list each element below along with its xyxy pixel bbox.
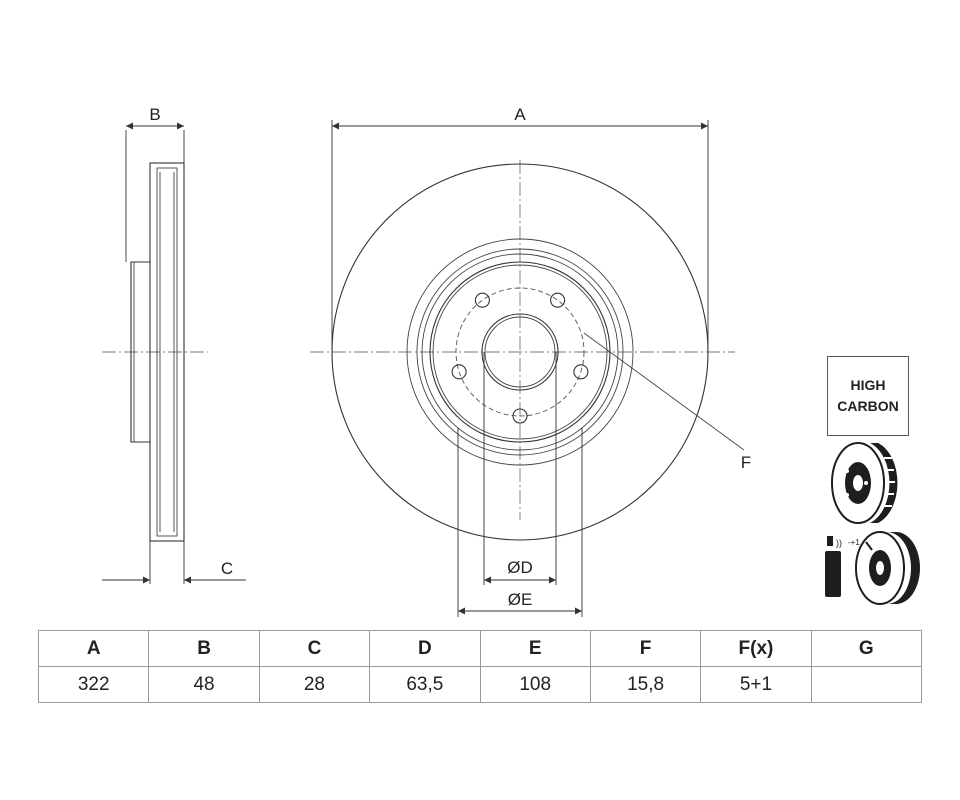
dim-a-label: A: [514, 105, 526, 124]
side-view: B C: [102, 105, 246, 584]
value-b: 48: [148, 666, 260, 703]
front-view: F A ØD ØE: [310, 105, 751, 617]
dim-e-label: ØE: [508, 590, 533, 609]
table-value-row: 322 48 28 63,5 108 15,8 5+1: [37, 666, 923, 703]
dim-d-label: ØD: [507, 558, 533, 577]
value-f: 15,8: [589, 666, 702, 703]
bolt-hole: [573, 364, 589, 380]
value-d: 63,5: [369, 666, 481, 703]
value-e: 108: [479, 666, 591, 703]
header-c: C: [258, 630, 371, 667]
svg-text:-+1: -+1: [848, 538, 860, 547]
badge-line-1: HIGH: [850, 377, 886, 393]
svg-text:)): )): [836, 538, 842, 548]
header-g: G: [810, 630, 923, 667]
header-d: D: [369, 630, 481, 667]
dim-c-label: C: [221, 559, 233, 578]
vented-disc-icon: [831, 442, 898, 524]
dim-f-label: F: [741, 453, 751, 472]
spec-table: A B C D E F F(x) G 322 48 28 63,5 108 15…: [37, 630, 923, 703]
badge-line-2: CARBON: [837, 398, 899, 414]
value-g: [810, 666, 923, 703]
value-fx: 5+1: [700, 666, 812, 703]
header-b: B: [148, 630, 260, 667]
bolt-hole: [451, 364, 467, 380]
header-f: F: [589, 630, 702, 667]
bolt-hole: [550, 292, 566, 308]
high-carbon-badge: HIGH CARBON: [827, 356, 909, 436]
bolt-hole: [474, 292, 490, 308]
wear-indicator-disc-icon: )) -+1: [825, 531, 920, 605]
value-c: 28: [258, 666, 371, 703]
header-fx: F(x): [700, 630, 812, 667]
value-a: 322: [37, 666, 150, 703]
dim-b-label: B: [149, 105, 160, 124]
table-header-row: A B C D E F F(x) G: [37, 630, 923, 667]
header-a: A: [37, 630, 150, 667]
header-e: E: [479, 630, 591, 667]
bolt-hole: [512, 408, 528, 424]
technical-drawing: B C F A ØD: [102, 105, 920, 617]
